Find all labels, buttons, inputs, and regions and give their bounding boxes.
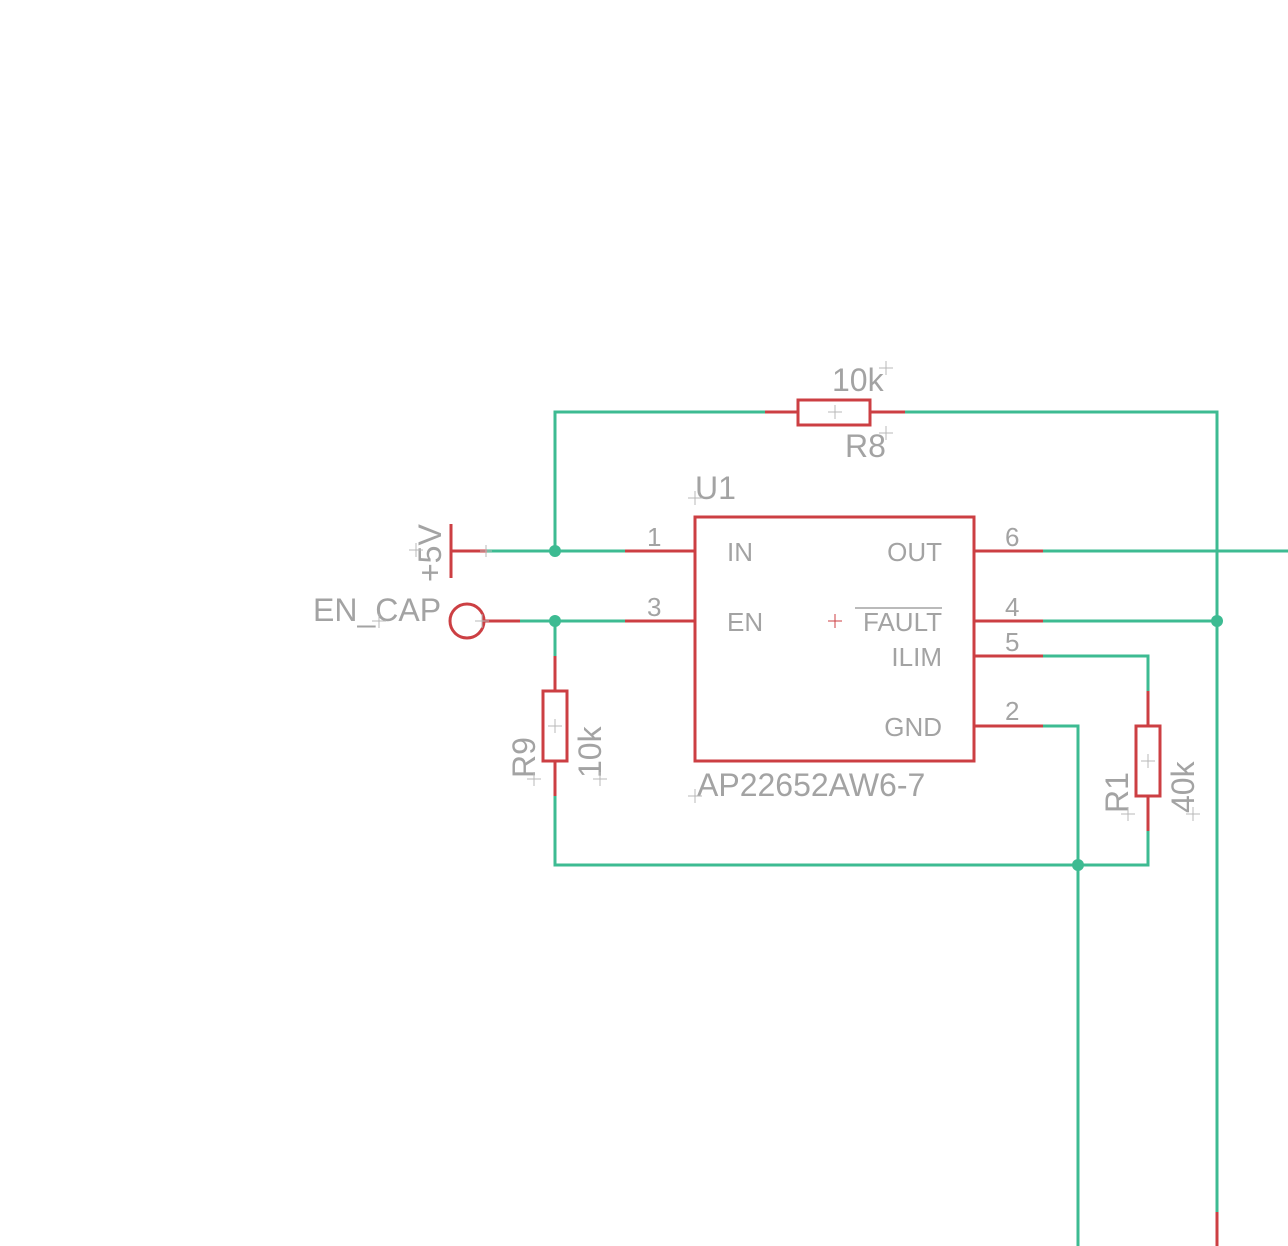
ic-body	[693, 515, 976, 763]
pin-number: 6	[1005, 522, 1019, 552]
origin-cross-icon	[688, 491, 702, 803]
pin-name: EN	[727, 607, 763, 637]
ic-u1[interactable]: U1 AP22652AW6-7 1 3 6 4 5 2 IN EN OUT FA…	[625, 470, 1043, 803]
nets	[485, 410, 1288, 1246]
pin-number: 5	[1005, 627, 1019, 657]
pin-name: ILIM	[891, 642, 942, 672]
pin-name: GND	[884, 712, 942, 742]
supply-label: +5V	[412, 524, 448, 582]
resistor-icon	[541, 689, 569, 763]
pin-number: 1	[647, 522, 661, 552]
resistor-r9[interactable]: R9 10k	[506, 656, 608, 796]
resistor-icon	[1134, 724, 1162, 798]
pin-number: 2	[1005, 696, 1019, 726]
origin-cross-icon	[828, 361, 893, 440]
resistor-r1[interactable]: R1 40k	[1099, 691, 1201, 831]
pin-name: IN	[727, 537, 753, 567]
junction-dot-icon	[1211, 615, 1223, 627]
junction-dot-icon	[549, 615, 561, 627]
connector-en-cap[interactable]: EN_CAP	[313, 592, 520, 640]
r8-value: 10k	[832, 362, 885, 398]
r9-name: R9	[506, 737, 542, 778]
pin-name: FAULT	[863, 607, 942, 637]
pin-number: 4	[1005, 592, 1019, 622]
ic-name: U1	[695, 470, 736, 506]
pin-name: OUT	[887, 537, 942, 567]
junctions	[549, 545, 1223, 871]
ic-value: AP22652AW6-7	[697, 767, 925, 803]
r9-value: 10k	[572, 725, 608, 778]
r8-name: R8	[845, 428, 886, 464]
origin-cross-icon	[828, 614, 842, 628]
r1-value: 40k	[1165, 760, 1201, 813]
net-r8-to-in[interactable]	[553, 410, 767, 553]
net-r9-r1-gnd[interactable]	[553, 794, 1150, 867]
junction-dot-icon	[549, 545, 561, 557]
net-r8-to-fault[interactable]	[903, 410, 1219, 1214]
origin-cross-icon	[527, 719, 607, 786]
r1-name: R1	[1099, 772, 1135, 813]
pin-number: 3	[647, 592, 661, 622]
resistor-icon	[796, 398, 872, 427]
resistor-r8[interactable]: 10k R8	[765, 361, 905, 464]
junction-dot-icon	[1072, 859, 1084, 871]
origin-cross-icon	[372, 614, 489, 628]
origin-cross-icon	[409, 543, 492, 557]
connector-label: EN_CAP	[313, 592, 441, 628]
supply-5v[interactable]: +5V	[409, 524, 492, 582]
net-gnd[interactable]	[1041, 724, 1080, 1246]
net-ilim[interactable]	[1041, 654, 1150, 693]
origin-cross-icon	[1121, 754, 1200, 821]
